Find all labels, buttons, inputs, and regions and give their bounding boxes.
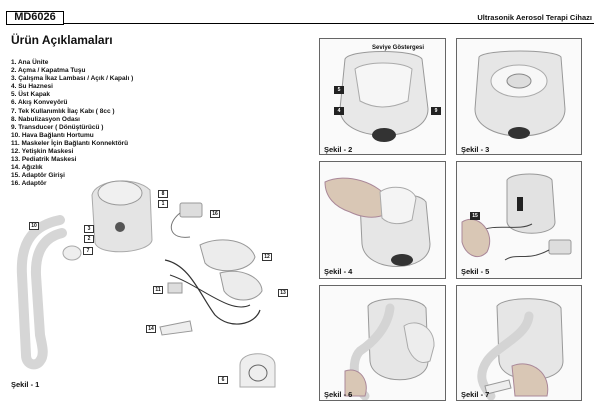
hand-illustration xyxy=(511,363,549,397)
figure-4-panel xyxy=(319,161,446,279)
figure-2-illustration xyxy=(339,51,429,142)
figure-6-illustration xyxy=(344,298,435,400)
power-button-illustration xyxy=(115,222,125,232)
figure-1-caption: Şekil - 1 xyxy=(11,380,40,389)
part-item: 10. Hava Bağlantı Hortumu xyxy=(11,131,94,139)
figure-5-illustration xyxy=(461,173,572,261)
air-tube-illustration xyxy=(16,215,67,370)
callout-6: 6 xyxy=(218,376,228,384)
figure-1: 8 1 3 2 7 10 16 12 11 13 14 6 xyxy=(0,165,310,412)
adapter-illustration xyxy=(548,239,572,255)
callout-1: 1 xyxy=(158,200,168,208)
callout-14: 14 xyxy=(146,325,156,333)
hand-illustration xyxy=(461,218,491,257)
figure-1-illustration xyxy=(16,180,276,388)
callout-15: 15 xyxy=(470,212,480,220)
part-item: 5. Üst Kapak xyxy=(11,91,51,99)
figure-4-illustration xyxy=(324,177,431,267)
callout-2: 2 xyxy=(84,235,94,243)
figure-2-panel: Seviye Göstergesi 5 4 9 xyxy=(319,38,446,155)
part-item: 2. Açma / Kapatma Tuşu xyxy=(11,67,86,75)
parts-list: 1. Ana Ünite 2. Açma / Kapatma Tuşu 3. Ç… xyxy=(11,59,133,189)
figure-7-caption: Şekil - 7 xyxy=(461,390,490,399)
callout-13: 13 xyxy=(278,289,288,297)
callout-4: 4 xyxy=(334,107,344,115)
callout-8: 8 xyxy=(158,190,168,198)
figure-5-panel: 15 xyxy=(456,161,582,279)
device-body-illustration xyxy=(496,298,564,381)
adapter-illustration xyxy=(179,202,203,218)
power-button-illustration xyxy=(508,127,530,139)
hand-illustration xyxy=(344,369,367,397)
part-item: 14. Ağızlık xyxy=(11,164,43,172)
part-item: 6. Akış Konveyörü xyxy=(11,99,68,107)
callout-9: 9 xyxy=(431,107,441,115)
power-button-illustration xyxy=(391,254,413,266)
figure-6-panel xyxy=(319,285,446,401)
part-item: 3. Çalışma İkaz Lambası / Açık / Kapalı … xyxy=(11,75,134,83)
figure-7-panel xyxy=(456,285,582,401)
figure-3-panel xyxy=(456,38,582,155)
air-tube-illustration xyxy=(477,311,534,400)
callout-16: 16 xyxy=(210,210,220,218)
figure-4-caption: Şekil - 4 xyxy=(324,267,353,276)
callout-10: 10 xyxy=(29,222,39,230)
section-title: Ürün Açıklamaları xyxy=(11,33,113,47)
part-item: 11. Maskeler İçin Bağlantı Konnektörü xyxy=(11,139,129,147)
part-item: 9. Transducer ( Dönüştürücü ) xyxy=(11,123,104,131)
mouthpiece-illustration xyxy=(159,320,193,336)
part-item: 13. Pediatrik Maskesi xyxy=(11,156,77,164)
mouthpiece-illustration xyxy=(484,379,512,395)
pediatric-mask-illustration xyxy=(219,270,263,301)
top-cover-illustration xyxy=(354,62,413,108)
callout-11: 11 xyxy=(153,286,163,294)
model-number: MD6026 xyxy=(6,11,64,25)
adult-mask-illustration xyxy=(199,239,256,272)
mask-illustration xyxy=(403,322,435,363)
device-title: Ultrasonik Aerosol Terapi Cihazı xyxy=(477,13,592,22)
figure-7-illustration xyxy=(477,298,564,400)
figure-5-caption: Şekil - 5 xyxy=(461,267,490,276)
figure-3-caption: Şekil - 3 xyxy=(461,145,490,154)
part-item: 15. Adaptör Girişi xyxy=(11,172,65,180)
part-item: 16. Adaptör xyxy=(11,180,47,188)
callout-5: 5 xyxy=(334,86,344,94)
header-bar: MD6026 Ultrasonik Aerosol Terapi Cihazı xyxy=(6,11,594,25)
power-button-illustration xyxy=(372,128,396,142)
connector-illustration xyxy=(167,282,183,294)
flow-conveyor-illustration xyxy=(239,353,276,388)
part-item: 7. Tek Kullanımlık İlaç Kabı ( 8cc ) xyxy=(11,107,115,115)
medicine-cup-illustration xyxy=(62,245,82,261)
part-item: 4. Su Haznesi xyxy=(11,83,53,91)
part-item: 1. Ana Ünite xyxy=(11,59,49,66)
level-indicator-label: Seviye Göstergesi xyxy=(372,45,425,51)
figure-6-caption: Şekil - 6 xyxy=(324,390,353,399)
device-side-illustration xyxy=(506,173,556,234)
figure-3-illustration xyxy=(474,50,566,139)
part-item: 8. Nabulizasyon Odası xyxy=(11,115,80,123)
figure-2-caption: Şekil - 2 xyxy=(324,145,353,154)
callout-7: 7 xyxy=(83,247,93,255)
callout-3: 3 xyxy=(84,225,94,233)
callout-12: 12 xyxy=(262,253,272,261)
medicine-cup-illustration xyxy=(379,186,417,225)
part-item: 12. Yetişkin Maskesi xyxy=(11,148,74,156)
header-rule xyxy=(64,23,594,24)
